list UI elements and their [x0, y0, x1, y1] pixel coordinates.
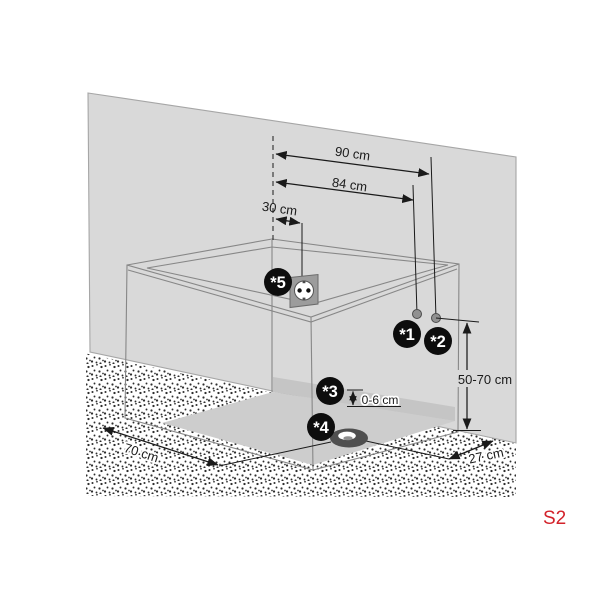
- dim-label-30: 30 cm: [261, 199, 298, 219]
- marker-1: *1: [393, 320, 421, 348]
- marker-3: *3: [316, 377, 344, 405]
- marker-2: *2: [424, 327, 452, 355]
- rim-inner: [146, 246, 449, 305]
- guide-84: [412, 184, 418, 315]
- front-corner-edge: [310, 316, 314, 471]
- marker-5-label: *5: [270, 274, 286, 292]
- power-outlet-icon: [289, 223, 319, 309]
- drain-leader-left: [218, 441, 332, 467]
- tray-body: [124, 238, 460, 471]
- guide-90: [430, 156, 437, 319]
- connection-point-1: [412, 309, 422, 319]
- dim-label-0-6: 0-6 cm: [362, 393, 399, 407]
- dim-label-50-70: 50-70 cm: [458, 372, 512, 387]
- marker-2-label: *2: [430, 333, 446, 351]
- marker-5: *5: [264, 268, 292, 296]
- dim-connection-height: 50-70 cm: [435, 317, 513, 431]
- marker-4: *4: [307, 413, 335, 441]
- marker-4-label: *4: [313, 419, 329, 437]
- dim-outlet-offset: 30 cm: [261, 199, 301, 226]
- drain-leader-right: [365, 440, 450, 460]
- drain-icon: [330, 428, 368, 448]
- product-code: S2: [543, 508, 566, 529]
- marker-1-label: *1: [399, 326, 415, 344]
- dim-back-width: 90 cm: [272, 136, 437, 319]
- marker-3-label: *3: [322, 383, 338, 401]
- dim-skirt-adjust: 0-6 cm: [347, 389, 401, 409]
- dim-label-90: 90 cm: [334, 144, 371, 164]
- dim-label-84: 84 cm: [331, 175, 368, 195]
- dim-inner-width: 84 cm: [275, 175, 418, 315]
